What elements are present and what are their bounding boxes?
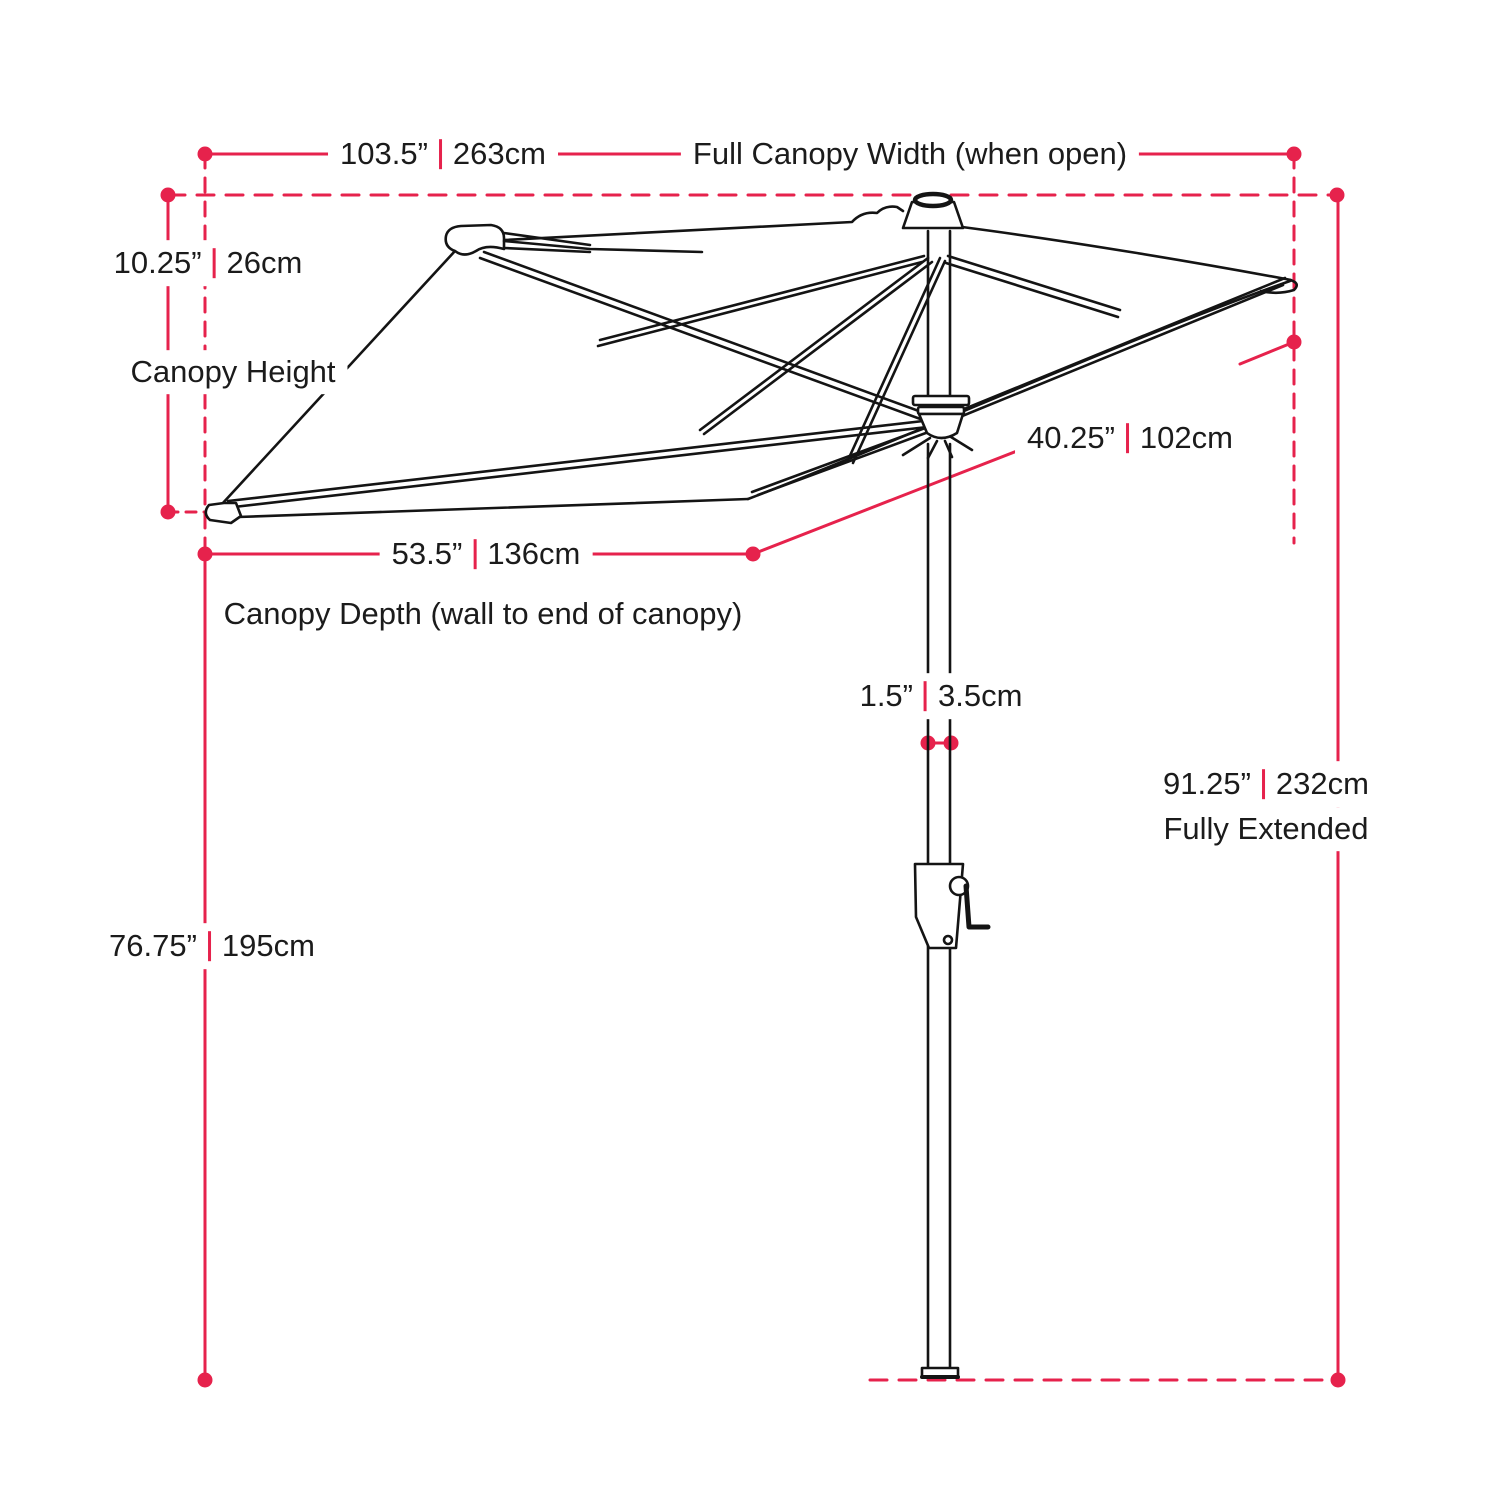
umbrella-illustration: [204, 191, 1299, 1379]
unit-divider: [212, 247, 216, 278]
full-canopy-width-measurement: 103.5” 263cm: [328, 131, 558, 177]
full-canopy-width-label: Full Canopy Width (when open): [680, 132, 1140, 176]
cm-value: 263cm: [452, 136, 546, 172]
unit-divider: [924, 680, 927, 711]
unit-divider: [438, 138, 442, 169]
canopy-height-label: Canopy Height: [118, 350, 348, 394]
extended-height-label: Fully Extended: [1151, 807, 1381, 851]
cm-value: 102cm: [1139, 420, 1233, 456]
canopy-height-measurement: 10.25” 26cm: [101, 240, 315, 286]
canopy-slant-measurement: 40.25” 102cm: [1015, 415, 1245, 461]
inches-value: 76.75”: [109, 928, 197, 964]
measurement-dots: [160, 146, 1346, 1388]
inches-value: 91.25”: [1163, 766, 1251, 802]
cm-value: 136cm: [487, 536, 581, 572]
pole-height-measurement: 76.75” 195cm: [97, 923, 327, 969]
unit-divider: [1261, 768, 1265, 799]
extended-height-measurement: 91.25” 232cm: [1151, 761, 1381, 807]
unit-divider: [1125, 422, 1129, 453]
inches-value: 103.5”: [340, 136, 428, 172]
cm-value: 232cm: [1275, 766, 1369, 802]
unit-divider: [207, 930, 211, 961]
inches-value: 1.5”: [859, 678, 913, 714]
inches-value: 53.5”: [391, 536, 463, 572]
unit-divider: [473, 538, 477, 569]
canopy-depth-label: Canopy Depth (wall to end of canopy): [211, 592, 755, 636]
cm-value: 3.5cm: [938, 678, 1023, 714]
inches-value: 40.25”: [1027, 420, 1115, 456]
cm-value: 195cm: [221, 928, 315, 964]
cm-value: 26cm: [226, 245, 303, 281]
inches-value: 10.25”: [113, 245, 202, 281]
canopy-depth-measurement: 53.5” 136cm: [379, 531, 593, 577]
pole-diameter-measurement: 1.5” 3.5cm: [847, 673, 1035, 719]
